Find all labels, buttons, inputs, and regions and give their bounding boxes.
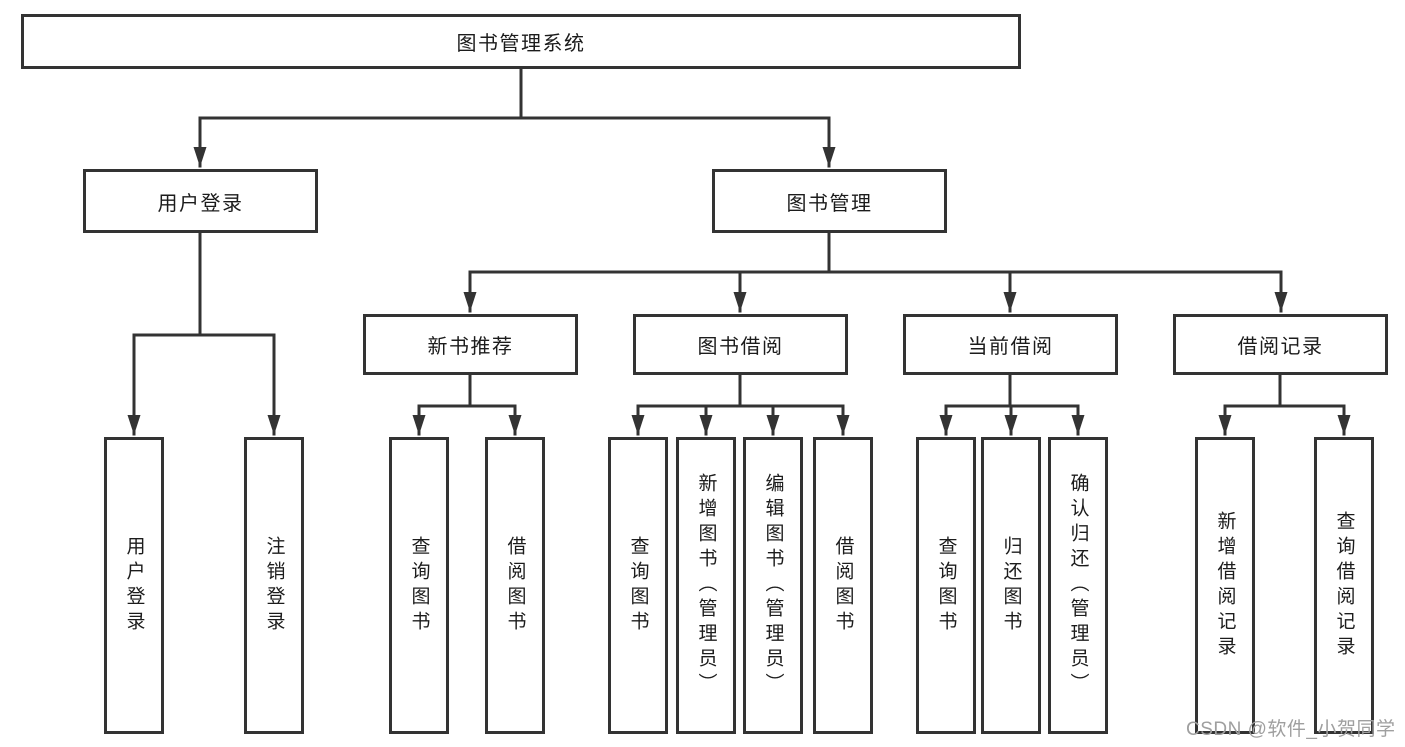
node-label: 借阅图书 [504,535,526,636]
leaf-query-books-borrow: 查询图书 [608,437,668,734]
node-label: 借阅记录 [1237,336,1324,358]
node-label: 图书管理 [786,192,873,215]
node-label: 编辑图书（管理员） [762,473,784,698]
leaf-query-books-recommend: 查询图书 [389,437,449,734]
node-root: 图书管理系统 [21,14,1021,69]
node-label: 查询借阅记录 [1333,510,1355,661]
node-label: 用户登录 [123,535,145,636]
leaf-edit-book-admin: 编辑图书（管理员） [743,437,803,734]
node-label: 归还图书 [1000,535,1022,636]
node-book-borrow: 图书借阅 [633,314,848,375]
node-label: 查询图书 [627,535,649,636]
node-label: 查询图书 [408,535,430,636]
leaf-query-books-current: 查询图书 [916,437,976,734]
node-label: 图书借阅 [697,336,784,358]
node-label: 图书管理系统 [456,33,586,55]
leaf-confirm-return-admin: 确认归还（管理员） [1048,437,1108,734]
node-borrow-records: 借阅记录 [1173,314,1388,375]
node-label: 新增图书（管理员） [695,473,717,698]
leaf-borrow-books: 借阅图书 [813,437,873,734]
node-current-borrow: 当前借阅 [903,314,1118,375]
node-label: 确认归还（管理员） [1067,473,1089,698]
csdn-watermark: CSDN @软件_小贺同学 [1186,719,1396,740]
node-label: 新增借阅记录 [1214,510,1236,661]
node-label: 新书推荐 [427,336,514,358]
leaf-return-book: 归还图书 [981,437,1041,734]
leaf-query-borrow-record: 查询借阅记录 [1314,437,1374,734]
node-label: 用户登录 [157,192,244,215]
node-label: 查询图书 [935,535,957,636]
leaf-logout: 注销登录 [244,437,304,734]
node-label: 当前借阅 [967,336,1054,358]
leaf-add-book-admin: 新增图书（管理员） [676,437,736,734]
leaf-borrow-books-recommend: 借阅图书 [485,437,545,734]
leaf-user-login: 用户登录 [104,437,164,734]
node-book-management: 图书管理 [712,169,947,233]
node-label: 注销登录 [263,535,285,636]
leaf-add-borrow-record: 新增借阅记录 [1195,437,1255,734]
node-new-book-recommend: 新书推荐 [363,314,578,375]
node-user-login: 用户登录 [83,169,318,233]
node-label: 借阅图书 [832,535,854,636]
